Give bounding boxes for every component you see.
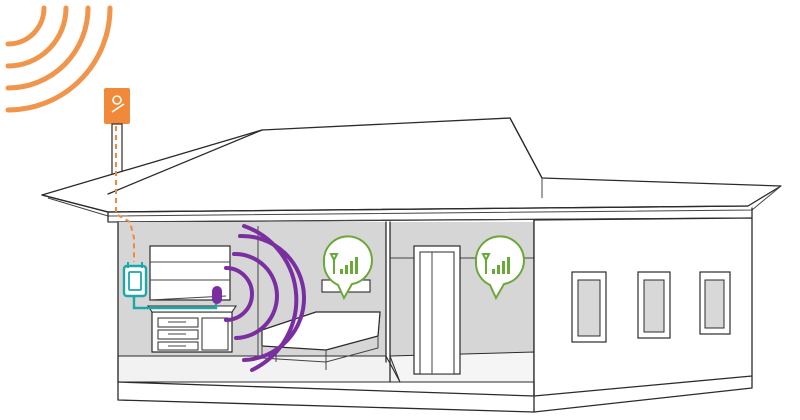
cell-signal-bars-icon xyxy=(322,235,373,301)
antenna-glyph xyxy=(329,253,339,274)
signal-bar xyxy=(492,269,495,274)
booster-cable xyxy=(132,296,218,310)
signal-bar xyxy=(502,261,505,274)
indoor-antenna-icon xyxy=(212,286,222,304)
exterior-window xyxy=(637,271,671,339)
signal-bar xyxy=(340,269,343,274)
wall-cabinet xyxy=(149,245,231,301)
antenna-glyph xyxy=(481,253,491,274)
coax-cable xyxy=(115,126,135,262)
signal-bar xyxy=(350,261,353,274)
exterior-window xyxy=(699,271,731,335)
signal-bar xyxy=(497,265,500,274)
signal-bar xyxy=(345,265,348,274)
cell-signal-bars-icon xyxy=(474,235,525,301)
signal-bar xyxy=(507,257,510,274)
exterior-window xyxy=(571,271,607,343)
house-roof xyxy=(41,117,782,223)
dresser xyxy=(146,305,238,353)
interior-door xyxy=(413,245,461,375)
broadcast-arcs-icon xyxy=(224,224,306,372)
signal-bar xyxy=(355,257,358,274)
external-antenna-icon xyxy=(104,88,130,124)
signal-booster-icon xyxy=(122,262,148,298)
outside-signal-arcs-icon xyxy=(5,5,113,113)
